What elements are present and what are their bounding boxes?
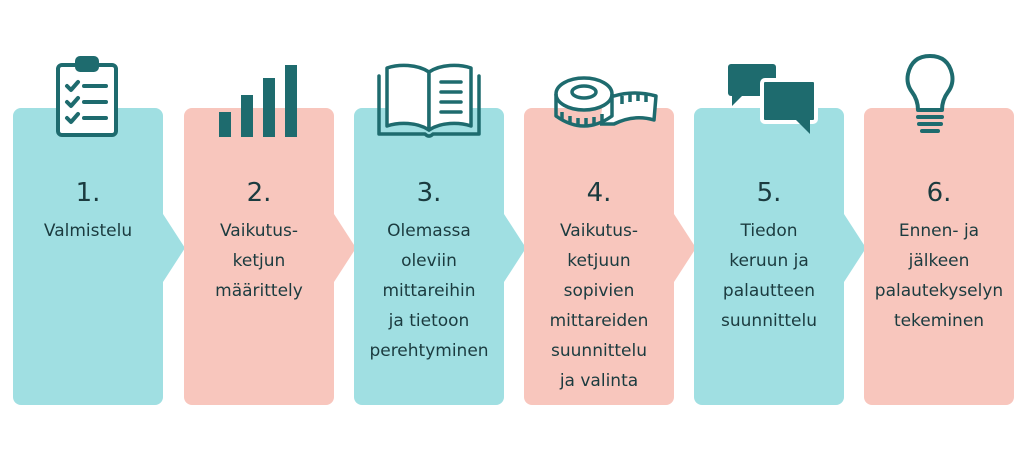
bar-chart-icon (199, 50, 319, 142)
clipboard-checklist-icon (28, 50, 148, 142)
step-6-box: 6. Ennen- ja jälkeen palautekyselyn teke… (864, 108, 1014, 405)
step-5-arrow (844, 214, 866, 282)
step-2-box: 2. Vaikutus- ketjun määrittely (184, 108, 334, 405)
step-1-arrow (163, 214, 185, 282)
step-1-box: 1. Valmistelu (13, 108, 163, 405)
step-6-label: Ennen- ja jälkeen palautekyselyn tekemin… (874, 221, 1004, 331)
step-3-number: 3. (416, 178, 442, 208)
step-2-label: Vaikutus- ketjun määrittely (215, 221, 303, 301)
step-3-label: Olemassa oleviin mittareihin ja tietoon … (369, 221, 489, 361)
step-3-box: 3. Olemassa oleviin mittareihin ja tieto… (354, 108, 504, 405)
step-4-box: 4. Vaikutus- ketjuun sopivien mittareide… (524, 108, 674, 405)
open-book-icon (369, 50, 489, 142)
step-5-label: Tiedon keruun ja palautteen suunnittelu (721, 221, 817, 331)
step-1-number: 1. (75, 178, 101, 208)
step-6-number: 6. (926, 178, 952, 208)
step-4-arrow (674, 214, 696, 282)
step-2-arrow (334, 214, 356, 282)
step-3-arrow (504, 214, 526, 282)
step-5-number: 5. (756, 178, 782, 208)
step-4-label: Vaikutus- ketjuun sopivien mittareiden s… (549, 221, 649, 391)
measuring-tape-icon (544, 50, 664, 142)
lightbulb-icon (872, 50, 992, 142)
step-5-box: 5. Tiedon keruun ja palautteen suunnitte… (694, 108, 844, 405)
speech-bubbles-icon (710, 50, 830, 142)
step-1-label: Valmistelu (43, 221, 133, 241)
step-4-number: 4. (586, 178, 612, 208)
step-2-number: 2. (246, 178, 272, 208)
